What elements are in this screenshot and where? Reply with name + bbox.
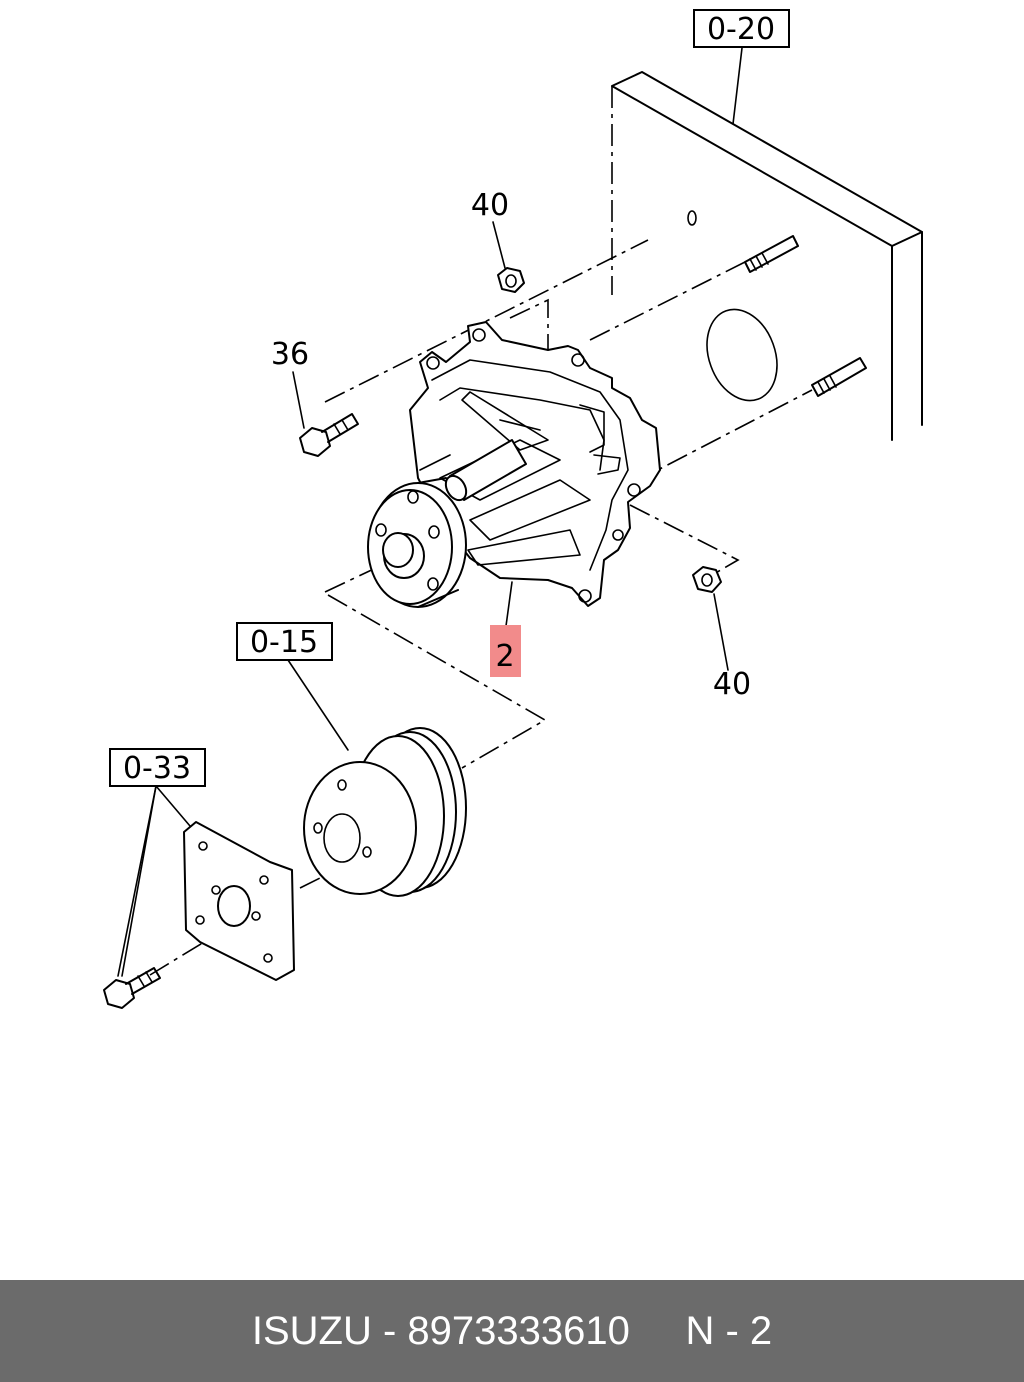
bolt-36 [299, 413, 359, 457]
footer-separator: - [371, 1308, 408, 1353]
part-label-water-pump-highlight: 2 [490, 625, 521, 677]
bolt-lower [103, 967, 161, 1009]
footer-bar: ISUZU - 8973333610 N - 2 [0, 1280, 1024, 1382]
footer-brand: ISUZU [251, 1308, 372, 1353]
exploded-parts-diagram: 0-20 0-15 0-33 40 36 40 2 [103, 9, 923, 1009]
footer-position: N - 2 [685, 1308, 773, 1353]
part-label-nut-top: 40 [471, 188, 509, 223]
ref-box-engine-block: 0-20 [693, 9, 790, 48]
ref-box-pulley: 0-15 [236, 622, 333, 661]
stud-upper [744, 235, 799, 273]
coupling-plate [183, 821, 295, 981]
ref-label-pulley: 0-15 [250, 625, 318, 660]
leader-lines [117, 47, 743, 977]
water-pump [367, 321, 661, 608]
part-label-nut-bottom: 40 [713, 667, 751, 702]
nut-bottom [692, 566, 722, 593]
ref-label-engine-block: 0-20 [707, 12, 775, 47]
nut-top [497, 267, 525, 293]
footer-part-number: 8973333610 [407, 1308, 630, 1353]
assembly-center-lines [149, 239, 813, 976]
stud-lower [811, 357, 867, 397]
engine-block-plate [611, 71, 923, 441]
footer-gap [630, 1309, 686, 1354]
part-label-bolt: 36 [271, 337, 309, 372]
pulley [303, 727, 467, 897]
ref-box-fan-coupling: 0-33 [109, 748, 206, 787]
ref-label-fan-coupling: 0-33 [123, 751, 191, 786]
part-label-water-pump: 2 [495, 639, 514, 674]
